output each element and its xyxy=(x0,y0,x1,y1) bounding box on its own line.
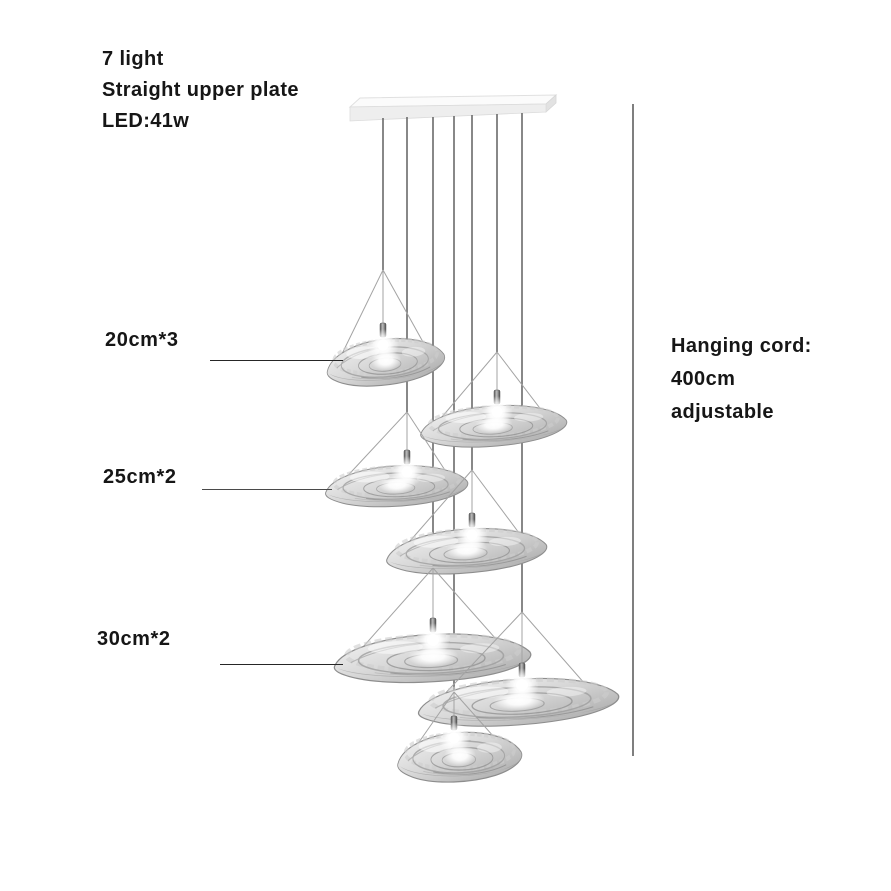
pendant-lamp-5 xyxy=(333,567,531,685)
size-leader-25cm xyxy=(202,489,332,490)
hanging-cord-note: Hanging cord: 400cm adjustable xyxy=(671,330,812,429)
bulb-glow xyxy=(438,722,470,754)
pendant-lamp-7 xyxy=(397,691,523,784)
size-label-30cm: 30cm*2 xyxy=(97,628,171,650)
spec-plate: Straight upper plate xyxy=(102,79,299,101)
pendant-lamp-3 xyxy=(322,411,471,511)
bulb-glow xyxy=(505,668,539,702)
pendant-lamp-6 xyxy=(417,611,620,730)
hanging-cord-adjustable: adjustable xyxy=(671,401,774,423)
size-label-25cm: 25cm*2 xyxy=(103,466,177,488)
hanging-cord-measure-line xyxy=(632,104,635,756)
spec-lights: 7 light xyxy=(102,48,164,70)
bulb-glow xyxy=(456,519,488,551)
bulb-glow xyxy=(416,623,450,657)
bulb-glow xyxy=(367,329,399,361)
size-label-20cm: 20cm*3 xyxy=(105,329,179,351)
size-leader-20cm xyxy=(210,360,343,361)
hanging-cord-length: 400cm xyxy=(671,368,736,390)
spec-led: LED:41w xyxy=(102,110,190,132)
bulb-glow xyxy=(391,456,423,488)
pendant-lamp-4 xyxy=(385,469,548,577)
ceiling-plate xyxy=(348,94,558,122)
pendant-lamp-2 xyxy=(417,351,570,453)
pendant-lamp-1 xyxy=(325,269,447,390)
bulb-glow xyxy=(481,396,513,428)
hanging-cord-title: Hanging cord: xyxy=(671,335,812,357)
size-leader-30cm xyxy=(220,664,343,665)
spec-block: 7 light Straight upper plate LED:41w xyxy=(102,44,299,137)
